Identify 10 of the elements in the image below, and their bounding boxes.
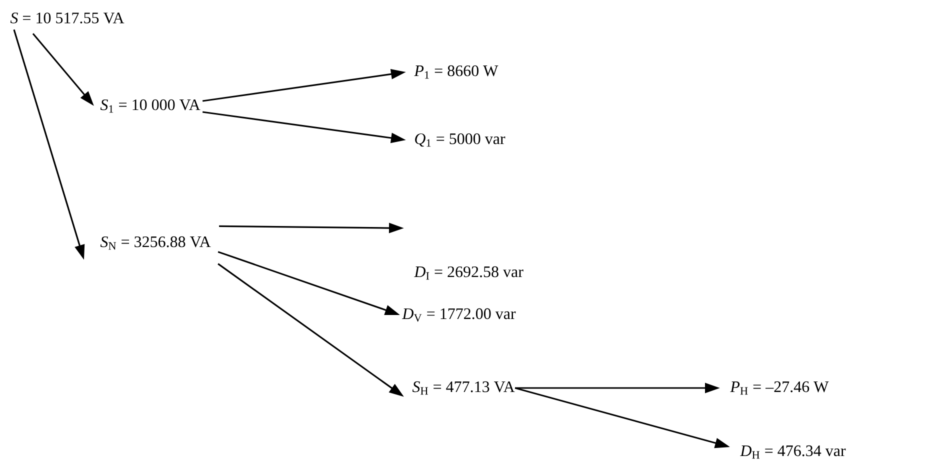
formula-label: S$_{N}$ = 3256.88 VA [100,236,211,250]
formula-label: Q$_{1}$ = 5000 var [415,133,506,147]
formula-label: D$_{H}$ = 476.34 var [740,445,846,459]
formula-label: P$_{1}$ = 8660 W [414,65,498,79]
formula-label: P$_{H}$ = –27.46 W [730,381,829,395]
formula-label: D$_{V}$ = 1772.00 var [402,308,516,322]
formula-label: S$_{H}$ = 477.13 VA [412,381,515,395]
formula-label: D$_{I}$ = 2692.58 var [414,266,524,280]
formula-label: S$_{1}$ = 10 000 VA [100,99,200,113]
formula-label: S = 10 517.55 VA [10,12,124,24]
